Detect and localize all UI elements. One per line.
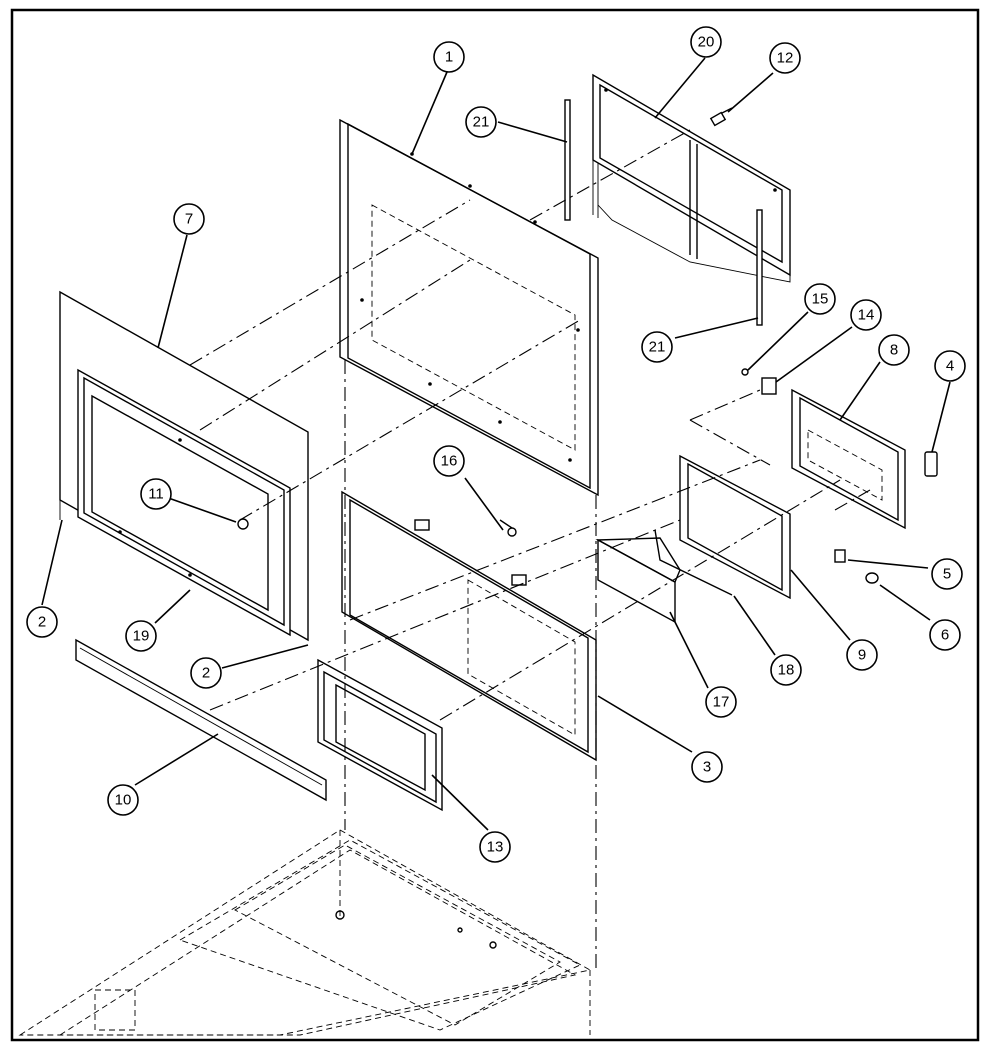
callout-4: 4 <box>934 350 966 382</box>
base-frame <box>18 829 592 1036</box>
drawing-border <box>10 8 980 1042</box>
callout-label: 14 <box>858 307 875 324</box>
callout-label: 9 <box>858 647 866 664</box>
callout-10: 10 <box>107 784 139 816</box>
leader-lines <box>41 57 951 831</box>
callout-7: 7 <box>173 203 205 235</box>
callout-label: 20 <box>698 34 715 51</box>
callout-label: 12 <box>777 50 794 67</box>
callout-6: 6 <box>929 619 961 651</box>
part-5-clip <box>834 549 846 563</box>
callout-8: 8 <box>878 334 910 366</box>
callout-21-bottom: 21 <box>641 331 673 363</box>
part-16-screw <box>499 519 517 537</box>
callout-17: 17 <box>705 686 737 718</box>
callout-14: 14 <box>850 299 882 331</box>
callout-label: 2 <box>202 665 210 682</box>
callout-19: 19 <box>125 620 157 652</box>
callout-label: 16 <box>441 453 458 470</box>
callout-label: 18 <box>778 662 795 679</box>
part-12-screw <box>709 107 733 127</box>
part-18-bracket <box>654 529 733 596</box>
callout-label: 8 <box>890 342 898 359</box>
callout-label: 10 <box>115 792 132 809</box>
callout-9: 9 <box>846 639 878 671</box>
callout-label: 4 <box>946 358 954 375</box>
callout-label: 13 <box>487 839 504 856</box>
part-14-hinge <box>761 377 777 395</box>
callout-label: 2 <box>38 614 46 631</box>
callout-label: 21 <box>649 339 666 356</box>
callout-21-top: 21 <box>465 106 497 138</box>
part-21-gaskets <box>564 99 763 326</box>
callout-label: 21 <box>473 114 490 131</box>
callout-label: 1 <box>445 49 453 66</box>
callout-label: 6 <box>941 627 949 644</box>
part-9-gasket-frame <box>679 454 791 600</box>
callout-20: 20 <box>690 26 722 58</box>
callout-3: 3 <box>691 751 723 783</box>
callout-label: 19 <box>133 628 150 645</box>
part-10-bar <box>75 638 327 802</box>
callout-label: 15 <box>812 291 829 308</box>
callout-label: 5 <box>943 566 951 583</box>
callout-label: 3 <box>703 759 711 776</box>
callout-5: 5 <box>931 558 963 590</box>
callout-2-center: 2 <box>190 657 222 689</box>
alignment-lines <box>189 129 871 970</box>
callout-label: 7 <box>185 211 193 228</box>
part-11-knob <box>237 518 249 530</box>
callout-2-left: 2 <box>26 606 58 638</box>
part-6-knob <box>865 572 879 584</box>
part-15-screw <box>741 368 749 376</box>
callout-label: 17 <box>713 694 730 711</box>
callout-16: 16 <box>433 445 465 477</box>
part-13-small-frame <box>317 658 443 812</box>
callout-13: 13 <box>479 831 511 863</box>
callout-12: 12 <box>769 42 801 74</box>
part-20-rear-frame <box>592 73 791 283</box>
part-4-latch <box>924 451 938 477</box>
part-8-frame <box>791 388 906 530</box>
callout-18: 18 <box>770 654 802 686</box>
part-19-window-frame <box>77 368 291 637</box>
callout-1: 1 <box>433 41 465 73</box>
callout-label: 11 <box>148 486 164 503</box>
callout-15: 15 <box>804 283 836 315</box>
part-17-box <box>595 537 681 624</box>
callout-11: 11 <box>140 478 172 510</box>
part-1-main-panel <box>339 118 599 497</box>
